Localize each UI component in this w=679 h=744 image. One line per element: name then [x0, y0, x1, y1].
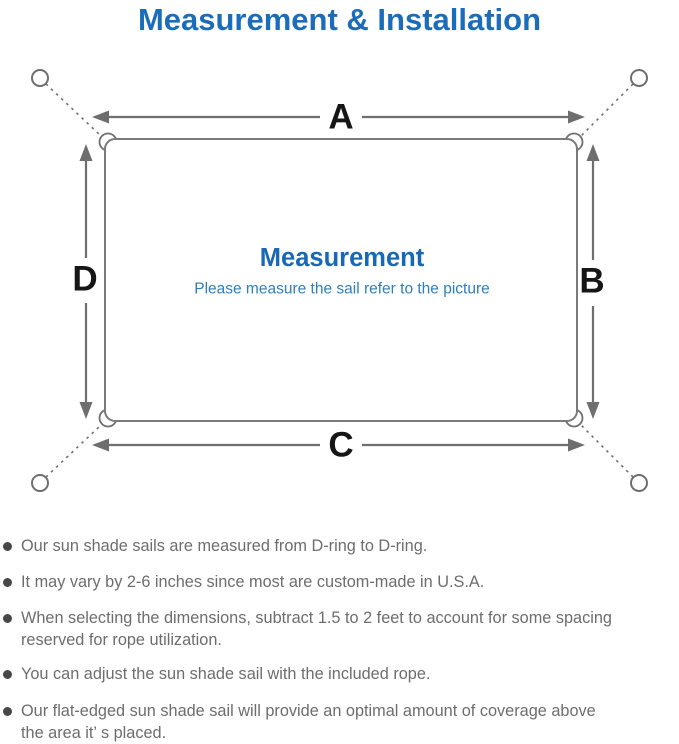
sail-outline	[104, 138, 578, 422]
list-item: It may vary by 2-6 inches since most are…	[3, 571, 679, 593]
dimension-label-b: B	[579, 262, 604, 301]
dimension-label-d: D	[72, 260, 97, 299]
bullet-icon	[3, 577, 12, 587]
arrow-right-icon	[568, 110, 585, 124]
arrow-left-icon	[92, 110, 109, 124]
list-item: When selecting the dimensions, subtract …	[3, 607, 679, 651]
anchor-ring-bottom-left	[31, 474, 49, 492]
rope-line-top-left	[45, 83, 102, 137]
arrow-up-icon	[79, 144, 93, 161]
bullet-icon	[3, 613, 12, 623]
notes-list: Our sun shade sails are measured from D-…	[0, 505, 679, 744]
list-item: Our sun shade sails are measured from D-…	[3, 535, 679, 557]
rope-line-bottom-left	[45, 424, 102, 478]
rope-line-top-right	[580, 83, 634, 137]
bullet-icon	[3, 706, 12, 716]
list-item: You can adjust the sun shade sail with t…	[3, 663, 679, 685]
anchor-ring-top-right	[630, 69, 648, 87]
note-text: Our flat-edged sun shade sail will provi…	[21, 702, 596, 742]
arrow-left-icon	[92, 438, 109, 452]
bullet-icon	[3, 541, 12, 551]
sail-diagram-canvas: A C D B Measurement Please measure the s…	[31, 69, 648, 492]
bullet-icon	[3, 669, 12, 679]
arrow-down-icon	[79, 402, 93, 419]
measurement-subheading: Please measure the sail refer to the pic…	[194, 281, 490, 298]
anchor-ring-top-left	[31, 69, 49, 87]
measurement-heading: Measurement	[260, 244, 425, 272]
sail-measurement-diagram: A C D B Measurement Please measure the s…	[0, 60, 679, 505]
arrow-down-icon	[586, 402, 600, 419]
arrow-right-icon	[568, 438, 585, 452]
page-title: Measurement & Installation	[137, 2, 542, 37]
list-item: Our flat-edged sun shade sail will provi…	[3, 700, 679, 744]
note-text: You can adjust the sun shade sail with t…	[21, 665, 431, 683]
dimension-label-a: A	[328, 98, 353, 137]
rope-line-bottom-right	[580, 424, 634, 478]
note-text: Our sun shade sails are measured from D-…	[21, 537, 428, 555]
arrow-up-icon	[586, 144, 600, 161]
note-text: It may vary by 2-6 inches since most are…	[21, 573, 485, 591]
anchor-ring-bottom-right	[630, 474, 648, 492]
note-text: When selecting the dimensions, subtract …	[21, 609, 612, 649]
dimension-label-c: C	[328, 426, 353, 465]
